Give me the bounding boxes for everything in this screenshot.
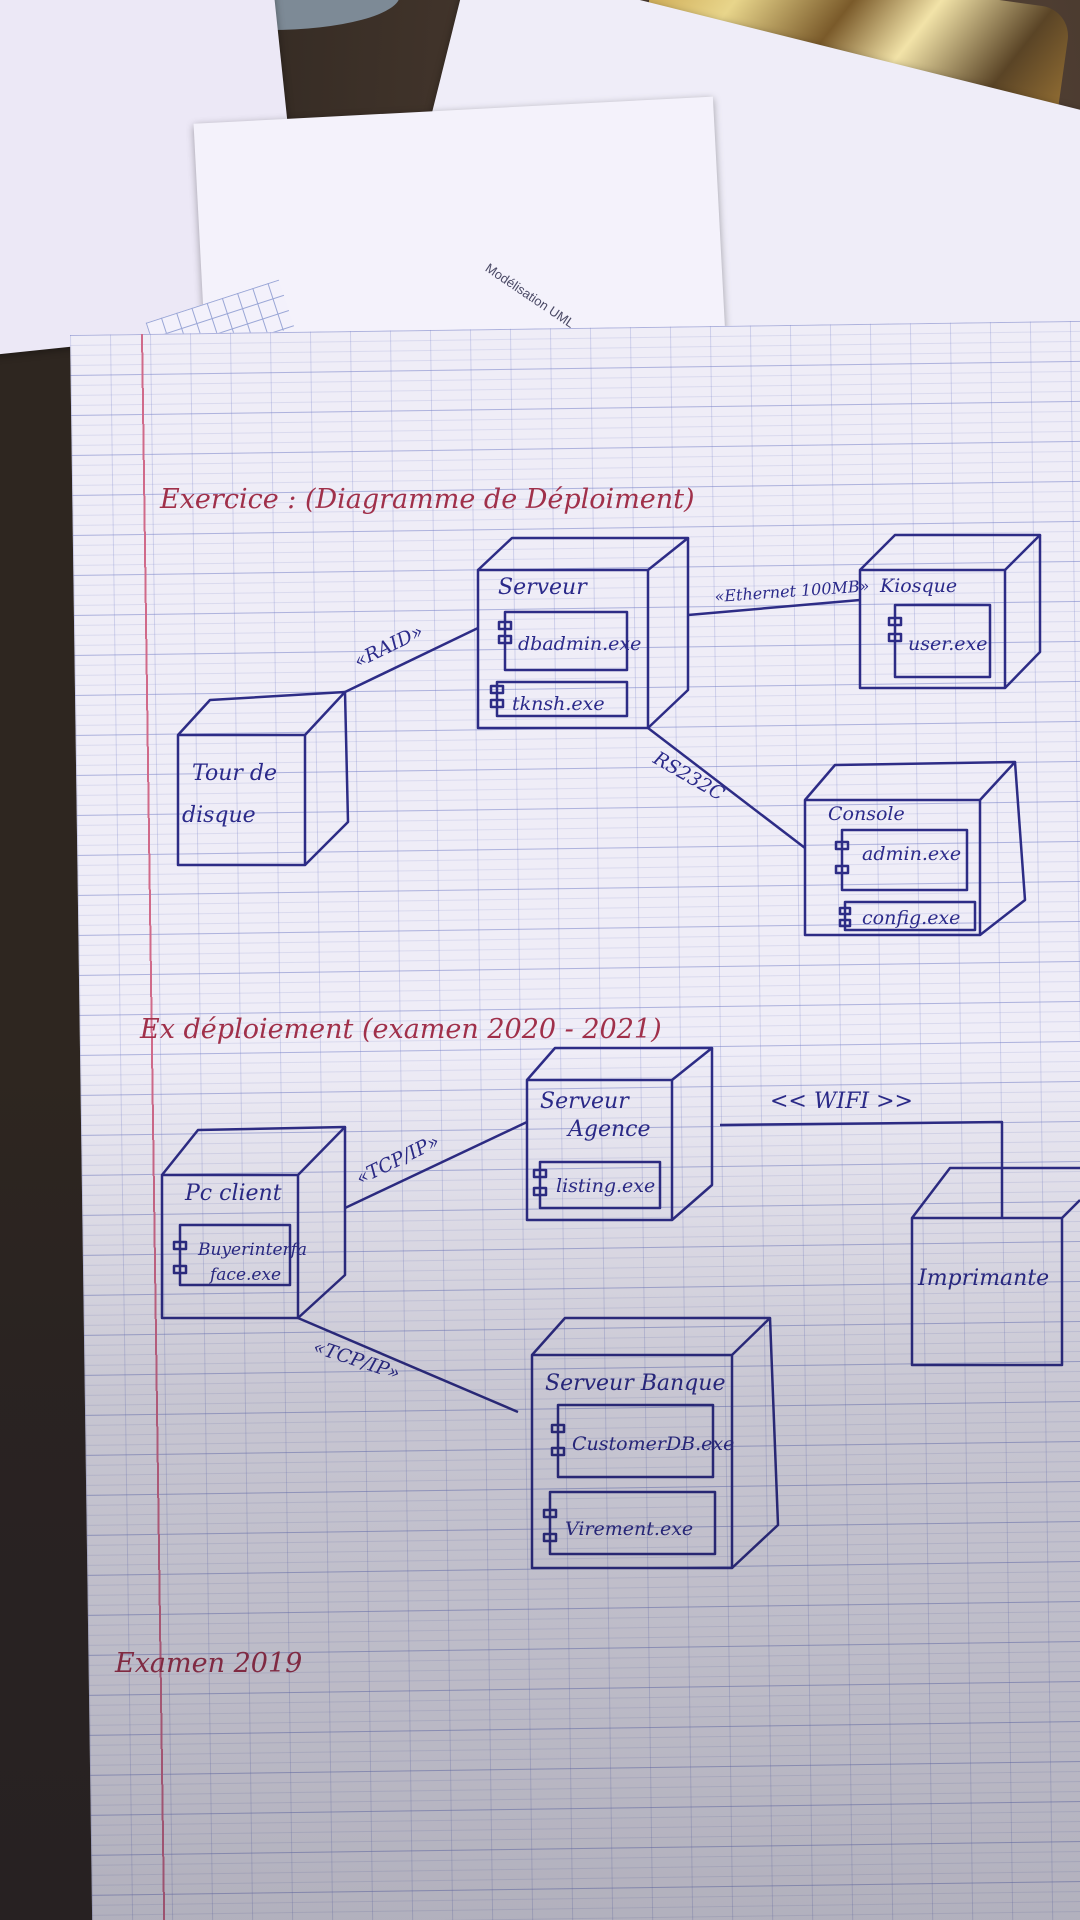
component-label: tknsh.exe — [512, 693, 605, 715]
node-title: Agence — [566, 1117, 651, 1142]
link-tcp-banque — [297, 1316, 519, 1414]
section-title: Examen 2019 — [114, 1648, 302, 1679]
node-title: Serveur — [540, 1089, 630, 1114]
node-title: Imprimante — [917, 1266, 1049, 1291]
node-disk-tower: Tour de disque — [176, 690, 350, 867]
node-title: Console — [828, 803, 905, 825]
link-rs232 — [647, 727, 806, 849]
node-server: Serveur dbadmin.exe tknsh.exe — [476, 536, 690, 730]
node-kiosque: Kiosque user.exe — [858, 533, 1042, 690]
node-serveur-agence: Serveur Agence listing.exe — [525, 1046, 714, 1222]
node-console: Console admin.exe config.exe — [803, 760, 1027, 937]
node-imprimante: Imprimante — [910, 1166, 1080, 1367]
link-raid — [344, 626, 479, 694]
section-title: Ex déploiement (examen 2020 - 2021) — [139, 1014, 662, 1045]
link-label: «RAID» — [351, 620, 427, 672]
link-label: «TCP/IP» — [353, 1130, 443, 1189]
component-label: CustomerDB.exe — [572, 1433, 734, 1455]
component-label: admin.exe — [862, 843, 961, 865]
component-label: dbadmin.exe — [518, 633, 641, 655]
link-label: RS232C — [649, 747, 729, 806]
component-label: face.exe — [208, 1265, 281, 1285]
component-label: user.exe — [908, 633, 987, 655]
node-title: Pc client — [184, 1181, 282, 1206]
node-pc-client: Pc client Buyerinterfa face.exe — [160, 1125, 347, 1320]
section-title: Exercice : (Diagramme de Déploiment) — [159, 484, 695, 515]
link-label: << WIFI >> — [770, 1089, 913, 1114]
node-serveur-banque: Serveur Banque CustomerDB.exe Virement.e… — [530, 1316, 780, 1570]
node-title: Serveur Banque — [545, 1371, 725, 1396]
node-title: Kiosque — [879, 575, 957, 597]
component-label: Virement.exe — [565, 1518, 693, 1540]
link-tcp-agence — [344, 1120, 528, 1210]
link-wifi — [719, 1120, 1004, 1218]
component-label: Buyerinterfa — [197, 1240, 307, 1260]
link-ethernet — [687, 598, 861, 617]
node-title: Tour de — [192, 761, 277, 786]
node-title: disque — [182, 803, 256, 828]
component-label: config.exe — [862, 907, 960, 929]
node-title: Serveur — [498, 575, 588, 600]
component-label: listing.exe — [556, 1175, 655, 1197]
